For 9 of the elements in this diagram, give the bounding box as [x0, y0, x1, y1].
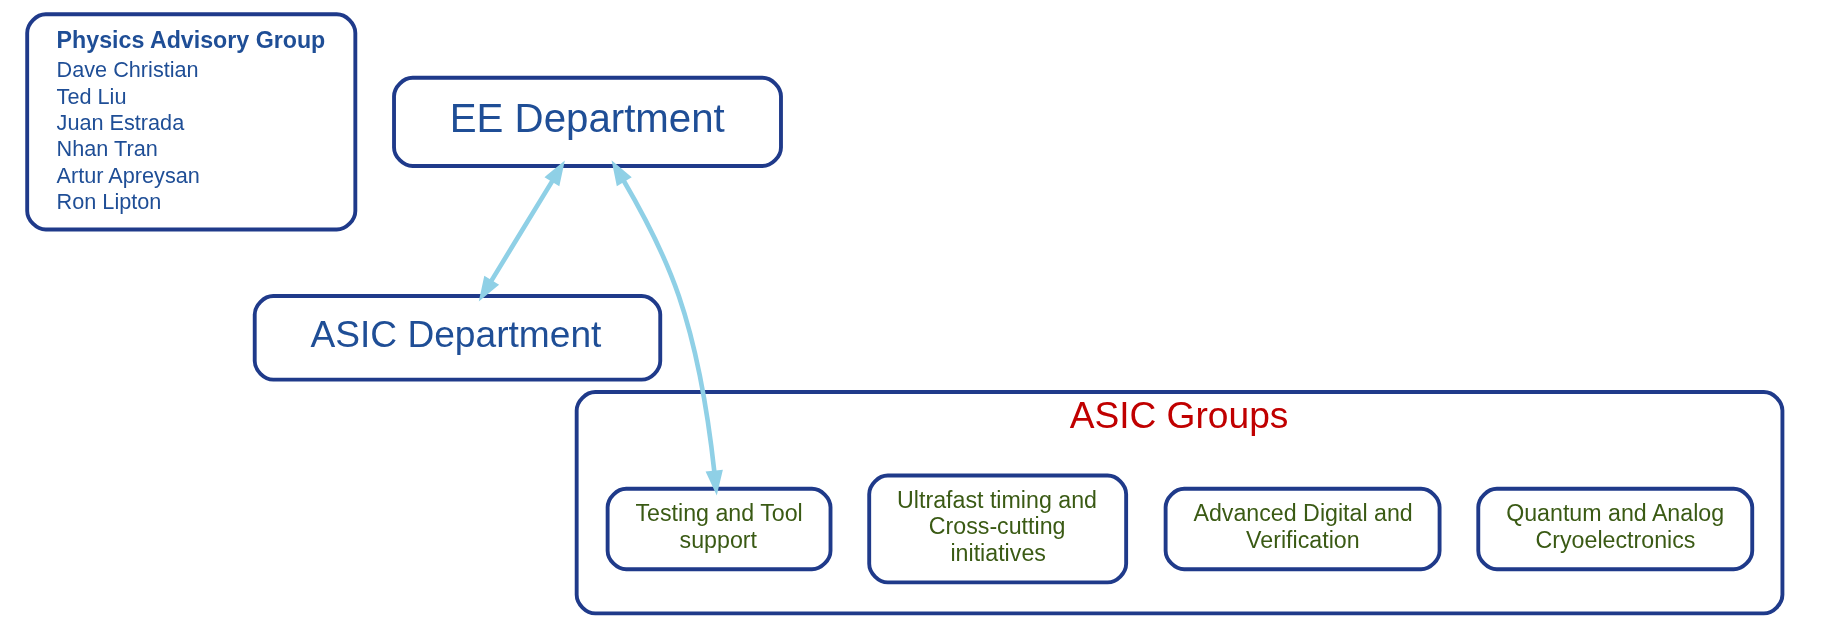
node-box: Testing and Tool support — [605, 486, 833, 572]
node-box: EE Department — [392, 75, 783, 168]
node-box: Advanced Digital and Verification — [1163, 486, 1442, 572]
arrow — [611, 160, 723, 496]
arrow — [478, 160, 565, 302]
node-box: ASIC Department — [252, 294, 663, 382]
node-box: Ultrafast timing and Cross-cutting initiatives — [867, 473, 1129, 585]
node-box: Physics Advisory Group Dave Christian Ted Liu Juan Estrada Nhan Tran Artur Apreysan Ron Lipton — [25, 12, 358, 232]
node-box: Quantum and Analog Cryoelectronics — [1476, 486, 1755, 572]
